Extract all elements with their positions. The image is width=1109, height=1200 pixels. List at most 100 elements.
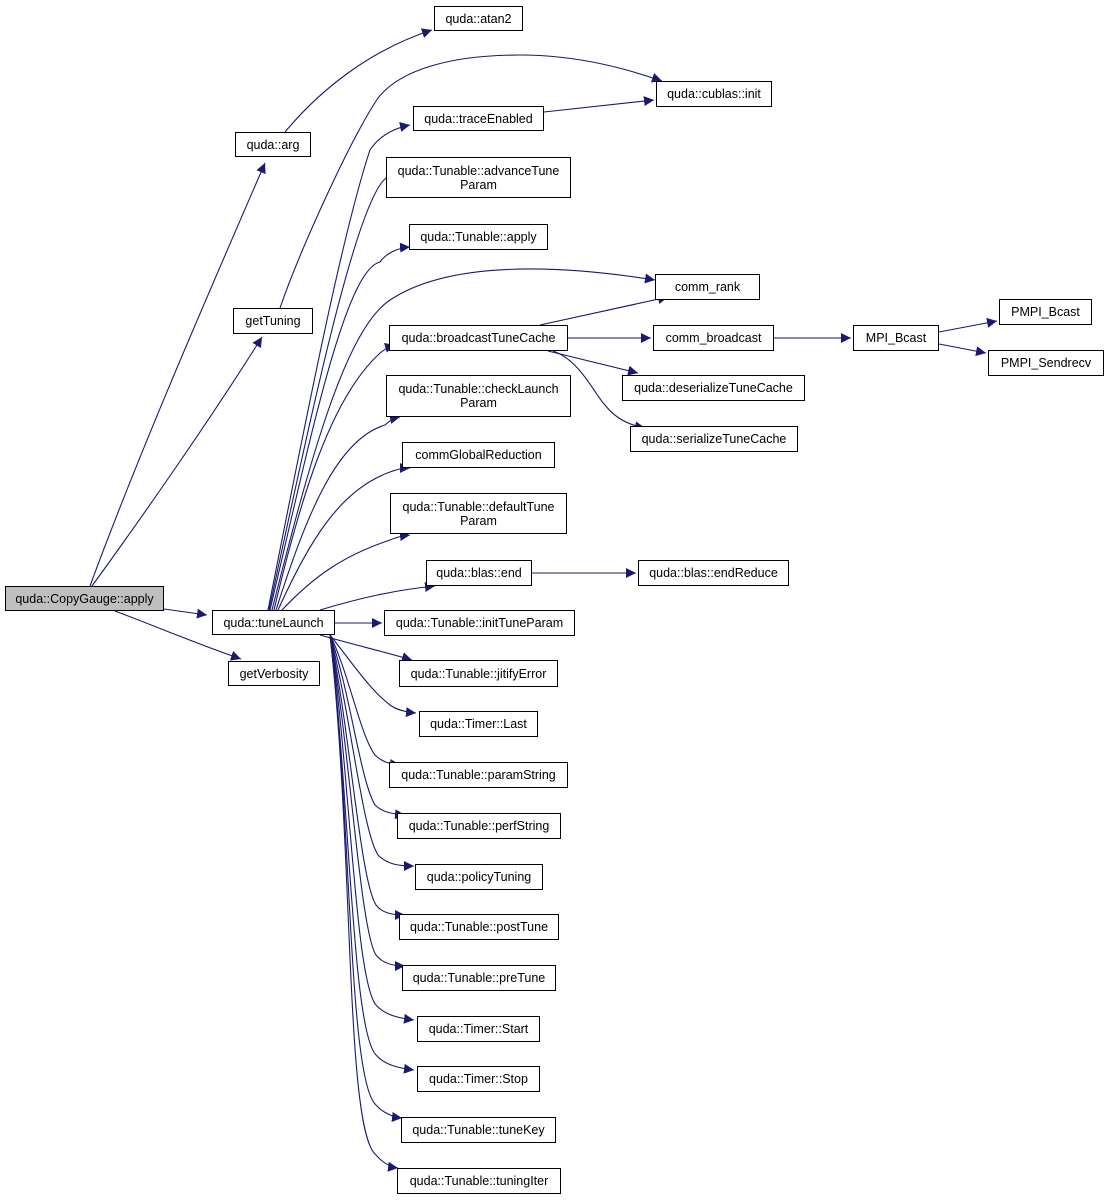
node-policytuning[interactable]: quda::policyTuning (415, 864, 543, 890)
node-label: MPI_Bcast (865, 331, 927, 345)
node-pmpi-sendrecv[interactable]: PMPI_Sendrecv (988, 350, 1104, 376)
node-label: quda::blas::endReduce (649, 566, 778, 580)
edge-tuneLaunch-to-policyTuning (329, 634, 415, 871)
node-timer-stop[interactable]: quda::Timer::Stop (417, 1066, 540, 1092)
node-tuningiter[interactable]: quda::Tunable::tuningIter (397, 1168, 561, 1194)
node-label: quda::arg (246, 137, 300, 152)
node-pretune[interactable]: quda::Tunable::preTune (402, 965, 556, 991)
node-label: Param (460, 177, 497, 192)
node-label: quda::Tunable::defaultTune (402, 499, 555, 514)
node-label: quda::Tunable::paramString (401, 768, 556, 782)
edge-copygauge_apply-to-tuneLaunch (163, 608, 208, 619)
node-arg[interactable]: quda::arg (235, 132, 311, 157)
node-label: PMPI_Sendrecv (1000, 356, 1092, 370)
node-label: quda::Tunable::tuningIter (409, 1174, 549, 1188)
edge-tuneLaunch-to-commGlobalReduction (277, 463, 411, 611)
edge-broadcastTuneCache-to-deserializeTuneCache (547, 350, 639, 376)
node-label: quda::Tunable::postTune (409, 920, 549, 934)
edge-tuneLaunch-to-tuneKey (329, 634, 403, 1122)
node-label: quda::atan2 (445, 11, 512, 26)
node-label: quda::Tunable::checkLaunch (398, 382, 559, 396)
node-gettuning[interactable]: getTuning (233, 308, 313, 334)
node-label: quda::deserializeTuneCache (634, 381, 793, 395)
node-label: quda::broadcastTuneCache (401, 331, 556, 345)
edge-tuneLaunch-to-checkLaunchParam (275, 414, 401, 611)
node-tunelaunch[interactable]: quda::tuneLaunch (212, 610, 335, 635)
node-timer-start[interactable]: quda::Timer::Start (417, 1016, 540, 1042)
node-label: getTuning (245, 314, 301, 328)
edge-tuneLaunch-to-perfString (329, 634, 406, 820)
node-label: comm_rank (674, 280, 741, 294)
edge-MPI_Bcast-to-PMPI_Bcast (938, 317, 998, 333)
node-label: Param (460, 513, 497, 528)
edge-tuneLaunch-to-timer_start (329, 634, 415, 1024)
node-cublas-init[interactable]: quda::cublas::init (656, 81, 772, 107)
node-pmpi-bcast[interactable]: PMPI_Bcast (999, 299, 1092, 325)
node-label: quda::Tunable::jitifyError (410, 666, 547, 681)
edge-copygauge_apply-to-arg (89, 162, 266, 587)
node-label: quda::Timer::Stop (429, 1072, 528, 1086)
node-paramstring[interactable]: quda::Tunable::paramString (389, 762, 568, 788)
node-copygauge-apply: quda::CopyGauge::apply (5, 586, 164, 611)
node-label: quda::traceEnabled (424, 111, 533, 126)
edge-getTuning-to-cublas_init (279, 54, 663, 309)
node-label: Param (460, 396, 497, 410)
node-label: quda::Tunable::tuneKey (412, 1123, 545, 1137)
node-atan2[interactable]: quda::atan2 (434, 6, 523, 31)
edge-tuneLaunch-to-broadcastTuneCache (273, 342, 396, 611)
node-label: quda::Tunable::advanceTune (397, 163, 560, 178)
node-label: quda::Tunable::perfString (408, 819, 550, 833)
edge-tuneLaunch-to-advanceTuneParam (268, 170, 399, 611)
node-label: quda::cublas::init (667, 87, 761, 101)
edge-traceEnabled-to-cublas_init (543, 96, 655, 113)
node-blas-end[interactable]: quda::blas::end (426, 560, 532, 586)
node-getverbosity[interactable]: getVerbosity (228, 661, 320, 686)
node-jitifyerror[interactable]: quda::Tunable::jitifyError (399, 660, 558, 687)
node-comm-rank[interactable]: comm_rank (655, 274, 760, 300)
node-tunable-apply[interactable]: quda::Tunable::apply (409, 224, 548, 250)
node-label: quda::Timer::Last (430, 717, 527, 731)
edge-arg-to-atan2 (284, 28, 433, 133)
node-inittuneparam[interactable]: quda::Tunable::initTuneParam (384, 610, 575, 636)
node-label: quda::Tunable::initTuneParam (395, 616, 564, 630)
edge-tuneLaunch-to-preTune (329, 634, 406, 971)
edge-tuneLaunch-to-tunable_apply (269, 242, 411, 611)
node-traceenabled[interactable]: quda::traceEnabled (413, 106, 544, 131)
node-comm-broadcast[interactable]: comm_broadcast (653, 325, 774, 351)
edge-broadcastTuneCache-to-comm_rank (539, 294, 669, 326)
edge-tuneLaunch-to-timer_stop (329, 634, 415, 1074)
edge-tuneLaunch-to-tuningIter (329, 634, 399, 1172)
node-endreduce[interactable]: quda::blas::endReduce (638, 560, 789, 586)
node-label: comm_broadcast (665, 331, 762, 345)
node-tunekey[interactable]: quda::Tunable::tuneKey (401, 1117, 556, 1143)
node-label: quda::policyTuning (426, 870, 532, 884)
edge-tuneLaunch-to-defaultTuneParam (281, 531, 411, 611)
node-label: quda::blas::end (436, 566, 522, 580)
node-label: quda::Tunable::apply (420, 230, 537, 244)
node-label: getVerbosity (239, 666, 309, 681)
node-commglobalreduction[interactable]: commGlobalReduction (402, 442, 555, 468)
edge-tuneLaunch-to-traceEnabled (267, 122, 411, 611)
edge-copygauge_apply-to-getTuning (91, 336, 263, 587)
node-deserializetunecache[interactable]: quda::deserializeTuneCache (622, 375, 805, 401)
node-label: commGlobalReduction (415, 448, 542, 462)
edge-tuneLaunch-to-comm_rank (271, 268, 656, 611)
node-perfstring[interactable]: quda::Tunable::perfString (397, 813, 561, 839)
node-broadcasttunecache[interactable]: quda::broadcastTuneCache (389, 325, 568, 351)
edge-broadcastTuneCache-to-serializeTuneCache (552, 350, 646, 432)
edge-copygauge_apply-to-getVerbosity (114, 610, 242, 661)
node-posttune[interactable]: quda::Tunable::postTune (399, 914, 559, 940)
node-mpi-bcast[interactable]: MPI_Bcast (853, 325, 939, 351)
edge-MPI_Bcast-to-PMPI_Sendrecv (938, 343, 987, 357)
edge-tuneLaunch-to-postTune (329, 634, 406, 920)
node-timer-last[interactable]: quda::Timer::Last (419, 711, 538, 737)
node-label: quda::serializeTuneCache (641, 432, 787, 446)
node-serializetunecache[interactable]: quda::serializeTuneCache (630, 426, 798, 452)
node-label: quda::Tunable::preTune (412, 971, 546, 985)
edge-tuneLaunch-to-timer_last (329, 634, 417, 718)
node-label: PMPI_Bcast (1011, 305, 1080, 319)
